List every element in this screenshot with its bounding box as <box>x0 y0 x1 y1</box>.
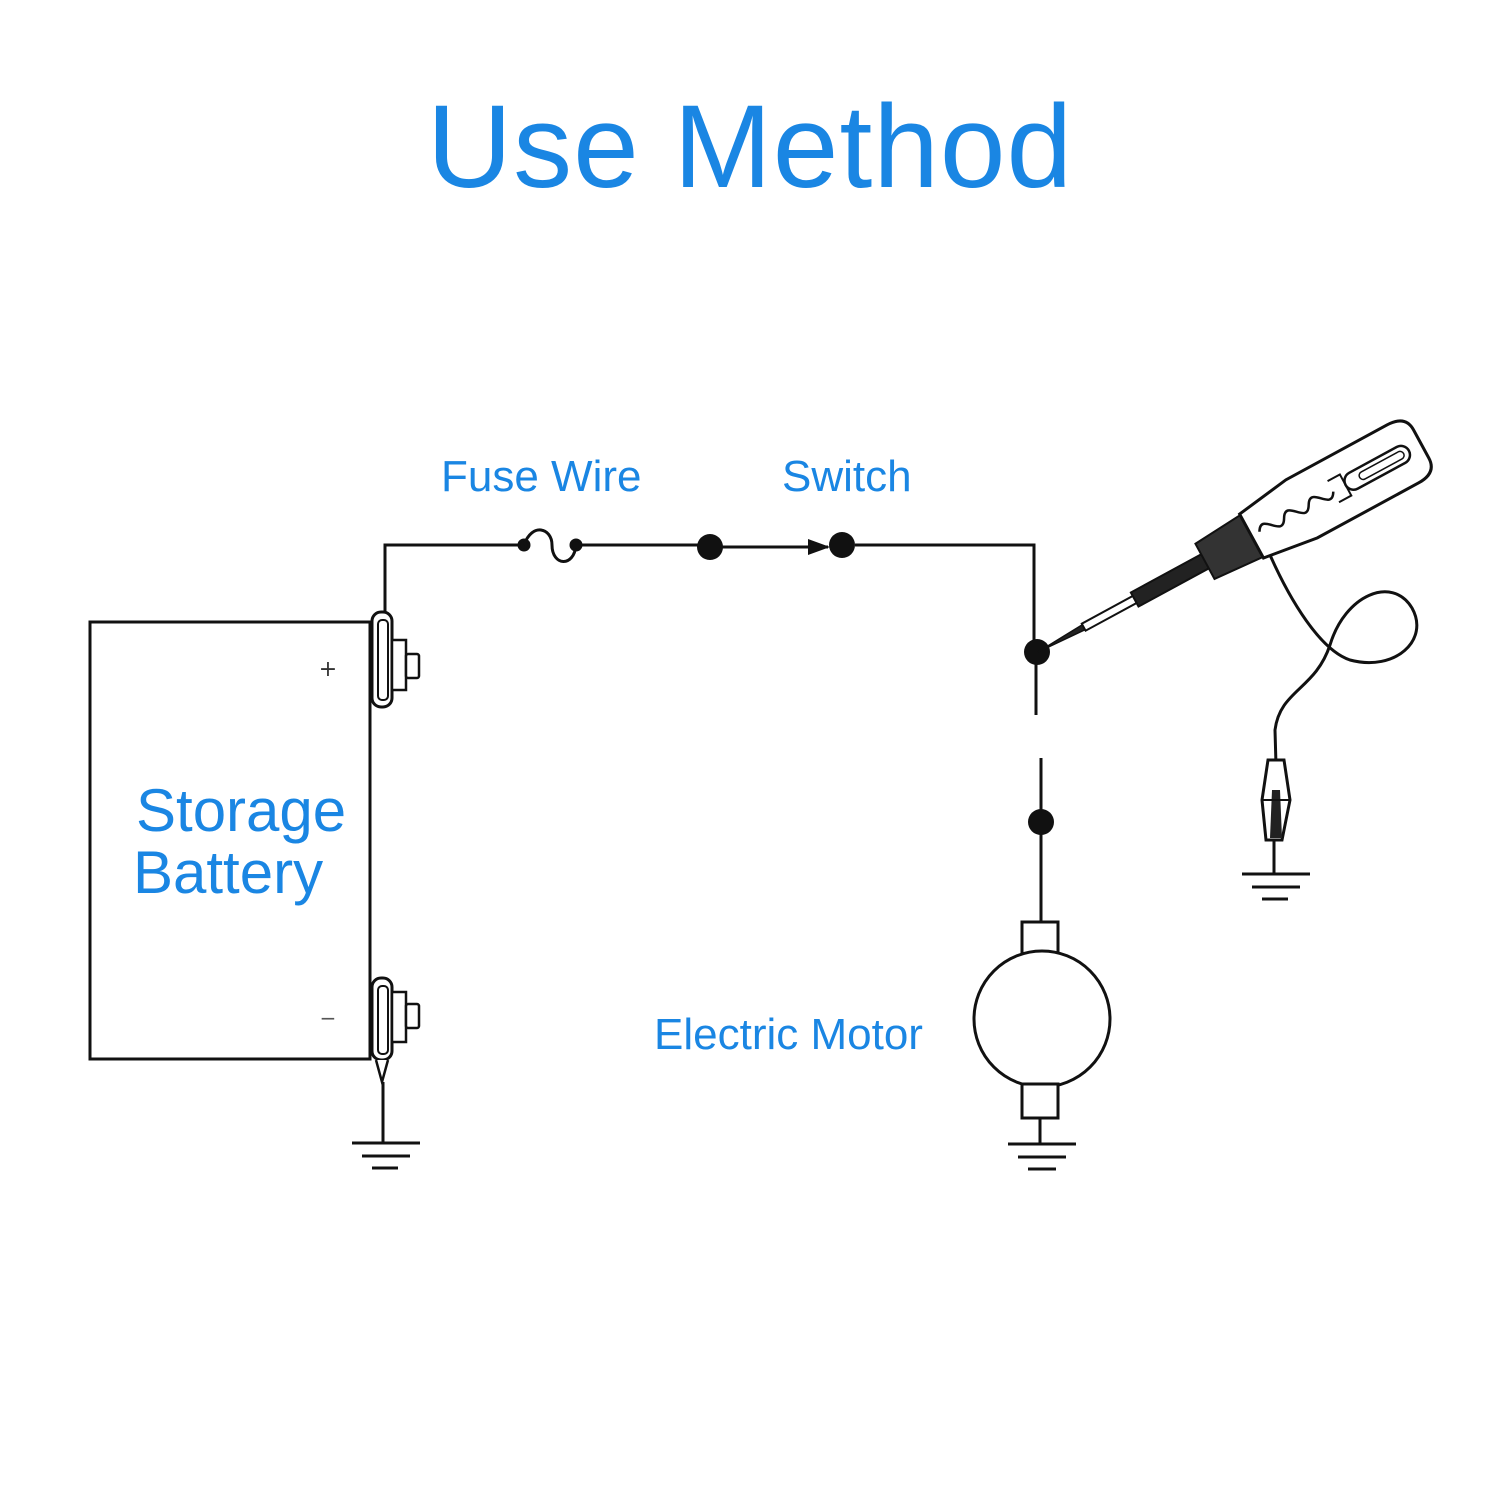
switch-icon <box>697 532 855 560</box>
page-title: Use Method <box>426 81 1074 213</box>
ground-icon <box>1242 840 1310 901</box>
ground-icon <box>352 1082 420 1170</box>
motor-junction <box>1028 809 1054 835</box>
test-light-probe-icon <box>1037 419 1433 653</box>
positive-terminal-clamp <box>370 610 421 709</box>
wire-battery-positive <box>383 543 522 612</box>
battery-positive-mark: + <box>319 657 337 682</box>
ground-icon <box>1008 1142 1076 1171</box>
electric-motor-label: Electric Motor <box>654 1010 923 1059</box>
fuse-wire-label: Fuse Wire <box>441 452 642 501</box>
storage-battery-label-line1: Storage <box>136 777 347 844</box>
alligator-clip-icon <box>1260 758 1292 842</box>
wire-switch-to-load <box>855 543 1036 650</box>
storage-battery-label-line2: Battery <box>133 839 324 906</box>
probe-lead-cable <box>1268 554 1419 766</box>
probe-test-point <box>1024 639 1050 665</box>
switch-label: Switch <box>782 452 912 501</box>
storage-battery-label: Storage Battery <box>133 777 347 906</box>
battery-box <box>88 620 372 1061</box>
fuse-icon <box>517 528 583 563</box>
motor-icon <box>972 920 1112 1144</box>
negative-terminal-clamp <box>370 976 421 1087</box>
battery-negative-mark: − <box>320 1006 337 1030</box>
